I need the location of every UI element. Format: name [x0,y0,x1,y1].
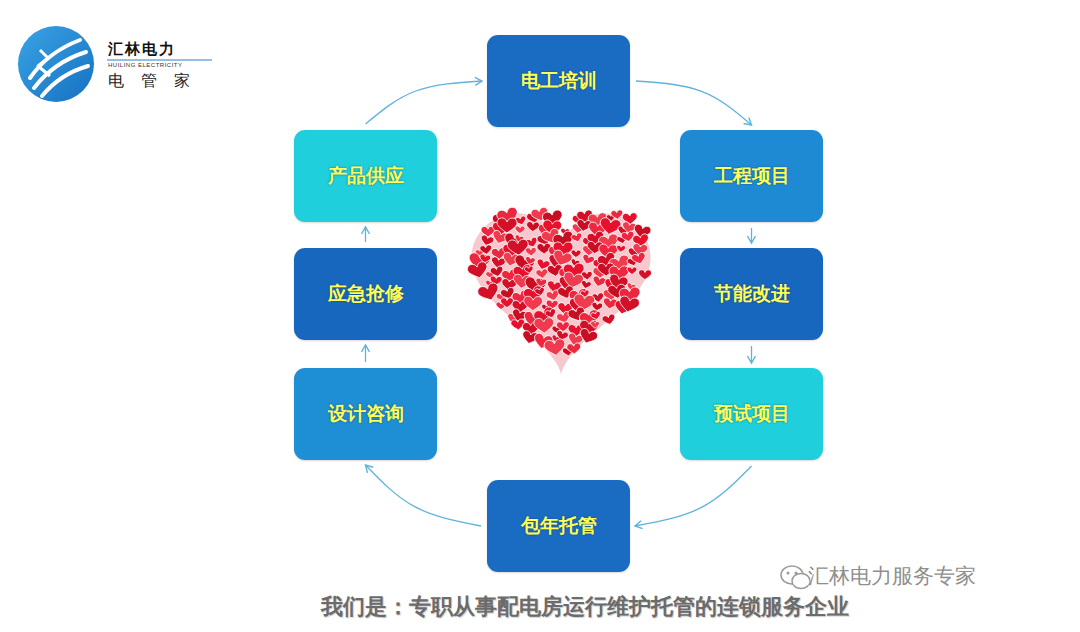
wechat-icon [781,566,810,589]
small-heart [562,271,585,290]
small-heart [590,311,602,321]
process-box: 设计咨询 [294,368,437,460]
process-box: 预试项目 [680,368,823,460]
small-heart [523,296,542,311]
caption: 我们是：专职从事配电房运行维护托管的连锁服务企业 [321,592,849,622]
flow-arrow [635,466,752,526]
heart-illustration [466,206,651,375]
flow-arrow [636,81,752,125]
process-box: 包年托管 [487,480,630,572]
logo-icon [18,26,94,102]
small-heart [534,317,555,333]
small-heart [592,275,607,288]
small-heart [466,261,489,280]
process-box: 节能改进 [680,248,823,340]
flow-arrow [751,228,752,243]
small-heart [570,232,583,243]
small-heart [631,252,647,266]
small-heart [627,267,637,275]
box-label: 设计咨询 [328,401,404,427]
small-heart [534,287,546,297]
logo-text: HUILING ELECTRICITY [108,62,183,68]
small-heart [566,343,581,355]
box-label: 工程项目 [714,163,790,189]
small-heart [638,270,651,280]
process-box: 工程项目 [680,130,823,222]
box-label: 电工培训 [521,68,597,94]
box-label: 包年托管 [521,513,597,539]
box-label: 产品供应 [328,163,404,189]
small-heart [543,338,566,357]
small-heart [497,218,517,233]
small-heart [524,256,536,266]
heart-outline [471,213,650,375]
small-heart [476,282,501,304]
small-heart [611,210,624,220]
box-label: 预试项目 [714,401,790,427]
flow-arrow [365,227,366,242]
box-label: 节能改进 [714,281,790,307]
small-heart [515,226,525,234]
small-heart [601,313,616,326]
process-box: 应急抢修 [294,248,437,340]
flow-arrow [751,346,752,363]
small-heart [618,295,641,314]
small-heart [525,247,536,256]
small-heart [479,244,492,254]
flow-arrow [366,81,483,124]
process-box: 产品供应 [294,130,437,222]
flow-arrow [366,465,482,526]
small-heart [526,221,539,231]
small-heart [501,298,514,308]
box-label: 应急抢修 [328,281,404,307]
small-heart [535,268,548,279]
small-heart [616,245,626,253]
small-heart [580,280,591,290]
small-heart [590,321,599,328]
logo-text: 汇林电力 [108,40,176,59]
logo-text: 电 管 家 [108,71,196,92]
logo-rule [107,60,212,61]
watermark: 汇林电力服务专家 [808,562,976,590]
small-heart [524,266,534,274]
flow-arrow [365,345,366,362]
process-box: 电工培训 [487,35,630,127]
small-heart [577,327,598,345]
